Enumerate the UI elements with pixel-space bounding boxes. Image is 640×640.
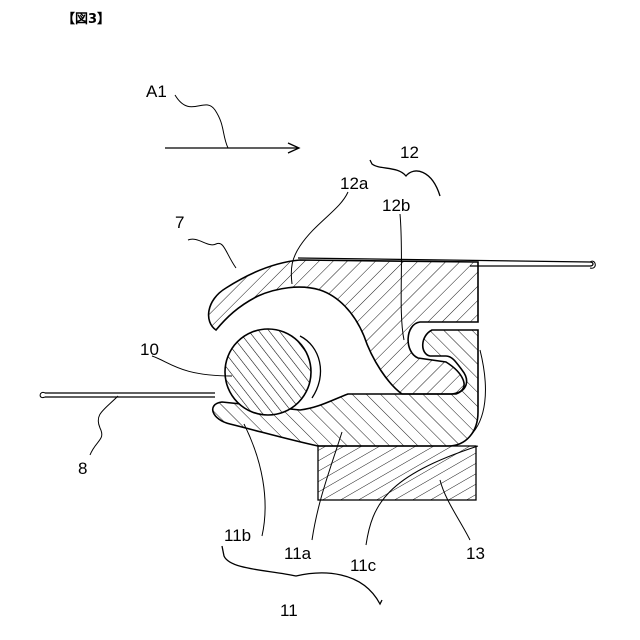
label-11a: 11a [284, 544, 312, 563]
label-11c: 11c [350, 556, 377, 575]
label-11: 11 [280, 601, 298, 620]
brace-12 [370, 160, 440, 196]
label-12b: 12b [382, 196, 410, 215]
label-11b: 11b [224, 526, 251, 545]
label-12: 12 [400, 143, 419, 162]
label-7: 7 [175, 213, 184, 232]
direction-arrow-a1 [165, 95, 299, 153]
label-13: 13 [466, 544, 485, 563]
bracket-13 [318, 446, 476, 500]
label-8: 8 [78, 459, 87, 478]
label-a1: A1 [146, 82, 167, 101]
label-10: 10 [140, 340, 159, 359]
label-12a: 12a [340, 174, 369, 193]
panel-8 [40, 392, 215, 397]
